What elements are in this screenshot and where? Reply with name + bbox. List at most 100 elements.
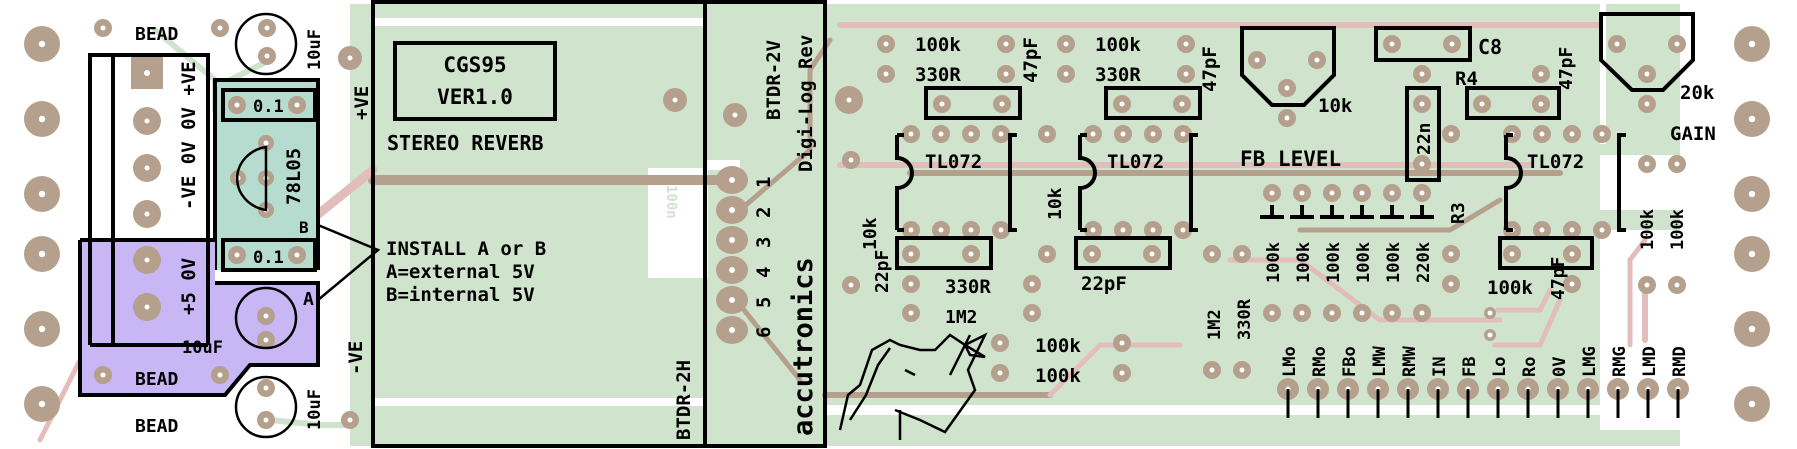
power-zone — [78, 238, 320, 397]
pad — [1563, 125, 1581, 143]
header-bottom-label: +5 0V — [178, 258, 200, 315]
pad — [933, 95, 951, 113]
io-pin-label: RMG — [1610, 346, 1630, 377]
bead-label-top: BEAD — [135, 24, 179, 45]
mounting-holes-left — [24, 26, 60, 422]
pad — [1593, 221, 1611, 239]
mounting-hole — [24, 386, 60, 422]
connector-pin — [716, 286, 748, 314]
level-resistor-label: 220k — [1414, 242, 1434, 283]
pad — [902, 304, 920, 322]
pad — [133, 154, 161, 182]
connector-pin — [716, 196, 748, 224]
connector-pin-number: 3 — [753, 237, 775, 248]
pad — [877, 35, 895, 53]
pad — [338, 46, 362, 70]
pad — [1608, 35, 1626, 53]
pad — [1383, 35, 1401, 53]
gain-r-label-2: 100k — [1668, 209, 1688, 250]
component-outlines — [221, 12, 1695, 439]
io-pin-label: IN — [1430, 357, 1450, 377]
pad — [902, 245, 920, 263]
pad — [1413, 304, 1431, 322]
reg-cap-top-label: 0.1 — [253, 97, 284, 117]
pad — [1413, 65, 1431, 83]
pad — [1038, 245, 1056, 263]
pad — [1443, 35, 1461, 53]
mounting-hole — [1734, 176, 1770, 212]
pad — [932, 125, 950, 143]
r-100k-label-5: 100k — [1487, 277, 1533, 299]
pad — [133, 107, 161, 135]
pad — [1233, 245, 1251, 263]
mounting-holes-right — [1734, 26, 1770, 422]
pad — [992, 221, 1010, 239]
io-pin-label: Lo — [1490, 357, 1510, 377]
gain-r-label-1: 100k — [1638, 209, 1658, 250]
pad — [1173, 95, 1191, 113]
pad — [1413, 184, 1431, 202]
pad — [228, 96, 246, 114]
io-pin-label: LMo — [1280, 346, 1300, 377]
pad — [257, 307, 275, 325]
brand-label: accutronics — [788, 257, 819, 436]
title-line1: CGS95 — [443, 53, 506, 77]
c-47pf-label-2: 47pF — [1199, 46, 1221, 92]
pad — [133, 200, 161, 228]
pad — [962, 221, 980, 239]
pad — [1308, 51, 1326, 69]
connector-pin — [716, 256, 748, 284]
level-resistor-label: 100k — [1264, 242, 1284, 283]
r-100k-label-4: 100k — [1035, 365, 1081, 387]
pad — [842, 151, 860, 169]
pad — [1113, 95, 1131, 113]
opamp-label-2: TL072 — [1107, 151, 1164, 173]
pad — [1038, 125, 1056, 143]
pad — [1177, 35, 1195, 53]
digilog-label: Digi-Log Rev — [795, 35, 817, 172]
pad — [1442, 245, 1460, 263]
pad — [94, 19, 112, 37]
pad — [1278, 79, 1296, 97]
reg-cap-bottom-label: 0.1 — [253, 248, 284, 268]
c-47pf-label-4: 47pF — [1548, 257, 1569, 300]
pad — [991, 364, 1009, 382]
pad — [1563, 221, 1581, 239]
header-top-label: -VE 0V 0V +VE — [178, 61, 200, 210]
pad — [1278, 109, 1296, 127]
pad — [1114, 221, 1132, 239]
r-330r-label-1: 330R — [915, 64, 961, 86]
pad — [663, 88, 687, 112]
r-330r-label-3: 330R — [945, 276, 991, 298]
level-resistor-label: 100k — [1384, 242, 1404, 283]
jumper-arrows — [317, 223, 381, 301]
pad — [1532, 65, 1550, 83]
pad — [133, 246, 161, 274]
pad — [1533, 125, 1551, 143]
module-outlines — [371, 0, 827, 448]
r4-label: R4 — [1455, 68, 1478, 90]
pad — [1638, 276, 1656, 294]
connector-pin-number: 1 — [753, 177, 775, 188]
r-1m2-label-2: 1M2 — [1205, 309, 1225, 340]
pad — [1263, 184, 1281, 202]
pad — [1084, 125, 1102, 143]
cap-100n-label: 100n — [663, 185, 679, 219]
pad — [1413, 95, 1431, 113]
cap-10uf-label-bottom: 10uF — [305, 389, 325, 430]
pad — [211, 19, 229, 37]
pad — [1668, 155, 1686, 173]
mounting-hole — [1734, 311, 1770, 347]
pad — [1057, 65, 1075, 83]
pad — [133, 293, 161, 321]
fb-level-label: FB LEVEL — [1240, 147, 1341, 171]
pad — [258, 19, 276, 37]
install-note-1: INSTALL A or B — [386, 238, 546, 260]
bead-label-bottom: BEAD — [135, 416, 179, 437]
unicorn-logo-icon — [838, 332, 988, 440]
pad — [1084, 221, 1102, 239]
mounting-hole — [1734, 386, 1770, 422]
pad — [257, 411, 275, 429]
connector-pin — [716, 226, 748, 254]
